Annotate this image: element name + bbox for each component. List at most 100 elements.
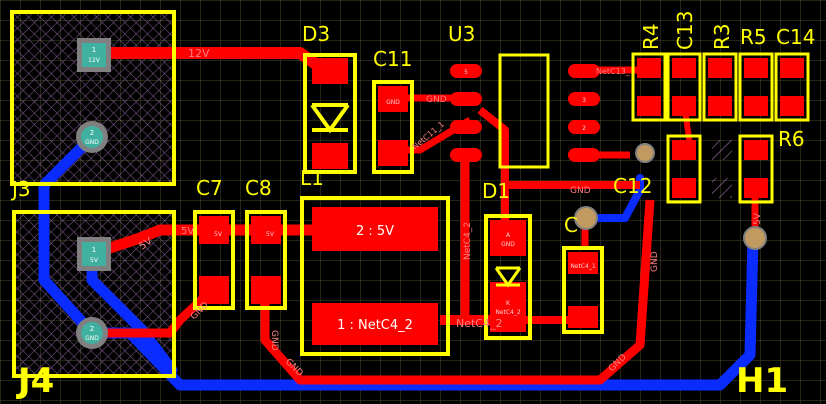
h1-via-pad[interactable]: [743, 226, 767, 250]
c14-pad-1[interactable]: [780, 58, 804, 78]
j3-outline: [10, 10, 176, 186]
r5-pad-2[interactable]: [744, 96, 768, 116]
u3-pad-8[interactable]: [450, 148, 482, 162]
c8-pad-1-net: 5V: [266, 231, 275, 238]
c-pad-1[interactable]: [568, 252, 598, 274]
c8-outline: [245, 210, 287, 310]
designator-r4: R4: [639, 23, 663, 50]
j4-pad-1-net: 5V: [90, 257, 99, 264]
r6-pad-2[interactable]: [744, 178, 768, 198]
d1-pad-anode[interactable]: A GND: [490, 220, 526, 256]
u3-pad-7[interactable]: [450, 120, 482, 134]
c13-pad-2[interactable]: [672, 96, 696, 116]
d1-pad-anode-label: A: [506, 232, 511, 239]
d3-pad-cathode[interactable]: [312, 143, 348, 169]
c14-outline: [774, 52, 810, 122]
j3-pad-2[interactable]: 2 GND: [76, 121, 108, 153]
designator-r5: R5: [740, 25, 767, 49]
u3-pad-5-label: 5: [464, 69, 468, 76]
j4-pad-1-number: 1: [92, 246, 96, 254]
r5-pad-1[interactable]: [744, 58, 768, 78]
c11-outline: [372, 80, 414, 174]
c12-pad-1[interactable]: [672, 140, 696, 160]
designator-j3: J3: [10, 177, 31, 201]
c-pad-2[interactable]: [568, 306, 598, 328]
designator-u3: U3: [448, 22, 475, 46]
c12-via-pad[interactable]: [574, 206, 598, 230]
j3-pad-2-net: GND: [85, 139, 99, 146]
d1-pad-anode-net: GND: [501, 241, 515, 248]
designator-c11: C11: [373, 47, 412, 71]
designator-r3: R3: [710, 23, 734, 50]
c8-pad-1[interactable]: [251, 216, 281, 244]
c12-top-via[interactable]: [635, 143, 655, 163]
c13-pad-1[interactable]: [672, 58, 696, 78]
l1-outline: [300, 196, 450, 356]
net-label-gnd-c11: GND: [426, 95, 447, 105]
designator-c14: C14: [776, 25, 815, 49]
r6-pad-1[interactable]: [744, 140, 768, 160]
c11-pad-1[interactable]: [378, 86, 408, 112]
c12-pad-2[interactable]: [672, 178, 696, 198]
r5-outline: [738, 52, 774, 122]
d1-diode-symbol: [494, 266, 522, 288]
designator-h1: H1: [736, 361, 788, 401]
net-label-12v: 12V: [188, 47, 210, 60]
c7-pad-1[interactable]: [199, 216, 229, 244]
r4-pad-2[interactable]: [637, 96, 661, 116]
trace-gnd-c8[interactable]: [260, 199, 655, 385]
u3-pads-left: 5: [450, 64, 482, 162]
designator-c: C: [564, 213, 578, 237]
designator-l1: L1: [300, 166, 324, 190]
j3-pad-1-net: 12V: [88, 57, 101, 64]
u3-pad-2-label: 2: [582, 125, 586, 132]
r3-pad-1[interactable]: [708, 58, 732, 78]
d1-outline: [484, 214, 532, 340]
r6-area-hatch: [712, 140, 732, 160]
c11-pad-1-net: GND: [386, 99, 400, 106]
l1-pad-1[interactable]: 1 : NetC4_2: [312, 303, 438, 345]
net-label-netc13: NetC13_: [596, 67, 631, 76]
u3-pad-4[interactable]: [568, 64, 600, 78]
u3-pad-2[interactable]: [568, 120, 600, 134]
u3-pad-5[interactable]: [450, 64, 482, 78]
c11-pad-2[interactable]: [378, 140, 408, 166]
bottom-trace-gnd-left[interactable]: [38, 131, 98, 339]
j3-pad-2-number: 2: [90, 129, 94, 137]
designator-j4: J4: [16, 361, 54, 401]
d1-pad-cathode[interactable]: K NetC4_2: [490, 282, 526, 332]
c-outline: [562, 246, 604, 334]
r6-area-hatch-2: [712, 178, 732, 198]
r3-pad-2[interactable]: [708, 96, 732, 116]
connector-j3-body: [12, 12, 174, 184]
net-label-5v-right: 5V: [753, 212, 763, 225]
u3-outline: [498, 53, 550, 169]
r4-pad-1[interactable]: [637, 58, 661, 78]
u3-pad-3[interactable]: [568, 92, 600, 106]
r6-outline: [738, 134, 774, 204]
designator-c13: C13: [673, 11, 697, 50]
c8-pad-2[interactable]: [251, 276, 281, 304]
top-row-smd-pads: [637, 58, 804, 116]
net-label-gnd-c8: GND: [269, 330, 279, 351]
u3-pad-1[interactable]: [568, 148, 600, 162]
j4-pad-2-number: 2: [90, 325, 94, 333]
c-pad-1-net: NetC4_1: [570, 263, 596, 270]
j4-pad-1[interactable]: 1 5V: [77, 237, 111, 271]
c14-pad-2[interactable]: [780, 96, 804, 116]
net-label-netc4-2: NetC4_2: [456, 317, 503, 330]
d3-pad-anode[interactable]: [312, 58, 348, 84]
trace-5v-j4[interactable]: [93, 224, 200, 259]
c12-outline: [666, 134, 702, 204]
u3-pad-6[interactable]: [450, 92, 482, 106]
c7-pad-2[interactable]: [199, 276, 229, 304]
j4-pad-2[interactable]: 2 GND: [76, 317, 108, 349]
j3-pad-1[interactable]: 1 12V: [77, 38, 111, 72]
d1-pad-cathode-net: NetC4_2: [495, 309, 521, 316]
l1-pad-2[interactable]: 2 : 5V: [312, 207, 438, 251]
net-label-gnd-u3: GND: [570, 186, 591, 196]
j4-outline: [12, 210, 176, 378]
d3-diode-symbol: [310, 103, 350, 134]
designator-r6: R6: [778, 127, 805, 151]
